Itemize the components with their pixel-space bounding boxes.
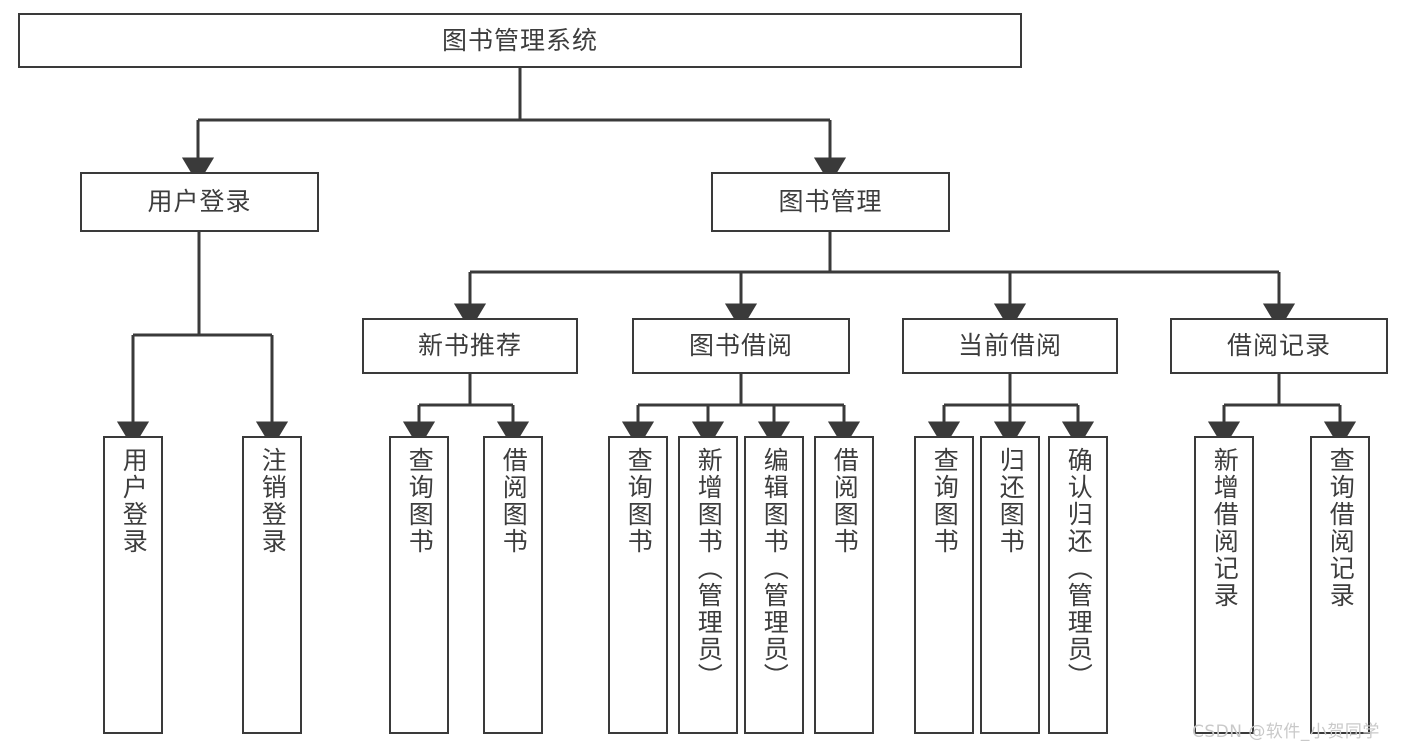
- node-label: 新书推荐: [417, 331, 522, 361]
- csdn-watermark: CSDN @软件_小贺同学: [1192, 722, 1380, 742]
- leaf-query-book-current[interactable]: 查询图书: [914, 436, 974, 734]
- node-label: 借阅记录: [1226, 331, 1331, 361]
- node-book-borrowing[interactable]: 图书借阅: [632, 318, 850, 374]
- leaf-edit-book-admin[interactable]: 编辑图书（管理员）: [744, 436, 804, 734]
- leaf-query-book-borrowing[interactable]: 查询图书: [608, 436, 668, 734]
- node-borrowing-record[interactable]: 借阅记录: [1170, 318, 1388, 374]
- node-label: 图书管理系统: [441, 25, 598, 55]
- node-label: 查询图书: [405, 447, 435, 555]
- leaf-confirm-return-admin[interactable]: 确认归还（管理员）: [1048, 436, 1108, 734]
- node-label: 用户登录: [147, 187, 252, 217]
- node-label: 借阅图书: [499, 447, 529, 555]
- leaf-query-book-recommendation[interactable]: 查询图书: [389, 436, 449, 734]
- node-label: 归还图书: [996, 447, 1026, 555]
- node-label: 用户登录: [119, 447, 149, 555]
- leaf-logout[interactable]: 注销登录: [242, 436, 302, 734]
- node-user-login[interactable]: 用户登录: [80, 172, 319, 232]
- leaf-add-borrowing-record[interactable]: 新增借阅记录: [1194, 436, 1254, 734]
- node-label: 新增图书（管理员）: [694, 447, 724, 690]
- node-label: 当前借阅: [957, 331, 1062, 361]
- node-book-management[interactable]: 图书管理: [711, 172, 950, 232]
- leaf-add-book-admin[interactable]: 新增图书（管理员）: [678, 436, 738, 734]
- node-label: 图书管理: [778, 187, 883, 217]
- node-label: 借阅图书: [830, 447, 860, 555]
- node-current-borrowing[interactable]: 当前借阅: [902, 318, 1118, 374]
- node-new-book-recommendation[interactable]: 新书推荐: [362, 318, 578, 374]
- leaf-user-login[interactable]: 用户登录: [103, 436, 163, 734]
- node-label: 查询借阅记录: [1326, 447, 1356, 609]
- node-label: 确认归还（管理员）: [1064, 447, 1094, 690]
- node-root-book-management-system[interactable]: 图书管理系统: [18, 13, 1022, 68]
- node-label: 图书借阅: [688, 331, 793, 361]
- node-label: 注销登录: [258, 447, 288, 555]
- node-label: 新增借阅记录: [1210, 447, 1240, 609]
- node-label: 查询图书: [624, 447, 654, 555]
- node-label: 查询图书: [930, 447, 960, 555]
- leaf-return-book[interactable]: 归还图书: [980, 436, 1040, 734]
- leaf-query-borrowing-record[interactable]: 查询借阅记录: [1310, 436, 1370, 734]
- node-label: 编辑图书（管理员）: [760, 447, 790, 690]
- leaf-borrow-book-recommendation[interactable]: 借阅图书: [483, 436, 543, 734]
- leaf-borrow-book-borrowing[interactable]: 借阅图书: [814, 436, 874, 734]
